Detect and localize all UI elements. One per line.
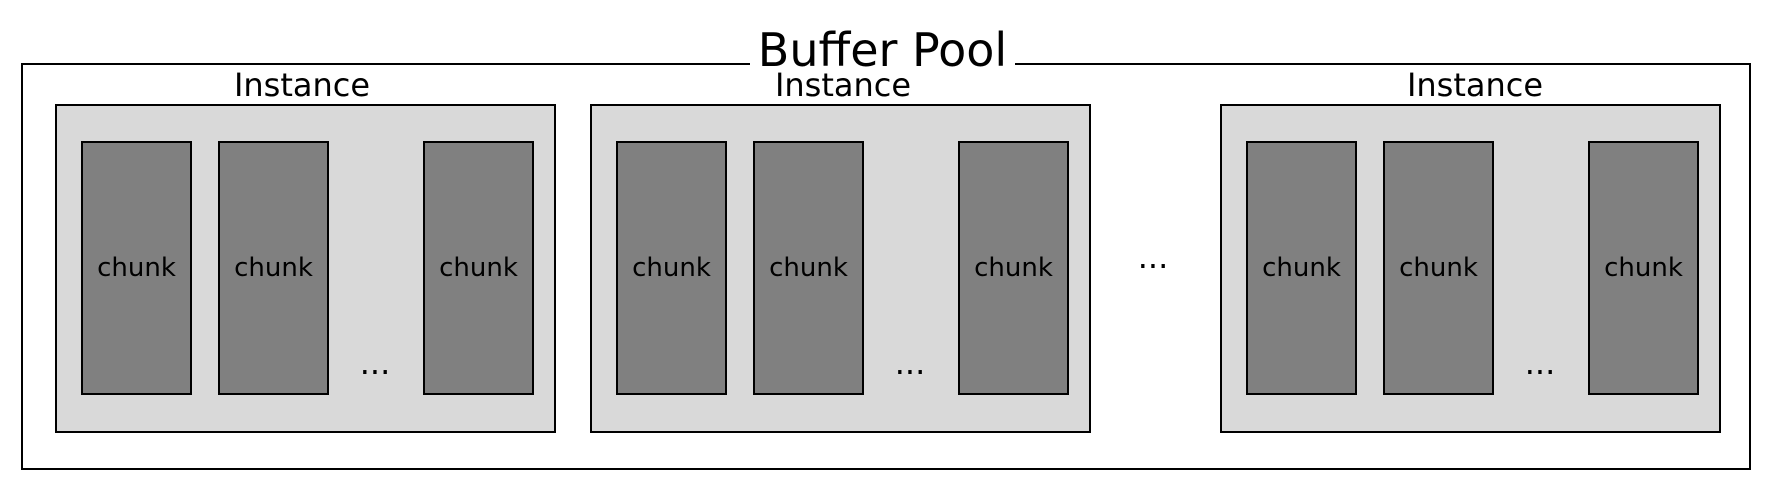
- chunk-label: chunk: [632, 253, 711, 283]
- buffer-pool-title: Buffer Pool: [750, 22, 1015, 78]
- chunk-ellipsis: ···: [894, 353, 926, 391]
- chunk-box: chunk: [423, 141, 534, 395]
- instance-box-2: chunk chunk ··· chunk: [590, 104, 1091, 433]
- chunk-ellipsis: ···: [1524, 353, 1556, 391]
- instance-ellipsis: ···: [1137, 247, 1169, 285]
- chunk-label: chunk: [234, 253, 313, 283]
- chunk-label: chunk: [97, 253, 176, 283]
- chunk-box: chunk: [616, 141, 727, 395]
- chunk-ellipsis: ···: [359, 353, 391, 391]
- instance-label-3: Instance: [1406, 66, 1544, 104]
- chunk-label: chunk: [1399, 253, 1478, 283]
- chunk-box: chunk: [218, 141, 329, 395]
- chunk-box: chunk: [81, 141, 192, 395]
- instance-box-1: chunk chunk ··· chunk: [55, 104, 556, 433]
- chunk-label: chunk: [974, 253, 1053, 283]
- instance-box-3: chunk chunk ··· chunk: [1220, 104, 1721, 433]
- chunk-label: chunk: [439, 253, 518, 283]
- chunk-box: chunk: [958, 141, 1069, 395]
- chunk-label: chunk: [1262, 253, 1341, 283]
- chunk-box: chunk: [1383, 141, 1494, 395]
- instance-label-1: Instance: [233, 66, 371, 104]
- chunk-box: chunk: [1588, 141, 1699, 395]
- chunk-label: chunk: [1604, 253, 1683, 283]
- chunk-label: chunk: [769, 253, 848, 283]
- chunk-box: chunk: [753, 141, 864, 395]
- instance-label-2: Instance: [774, 66, 912, 104]
- chunk-box: chunk: [1246, 141, 1357, 395]
